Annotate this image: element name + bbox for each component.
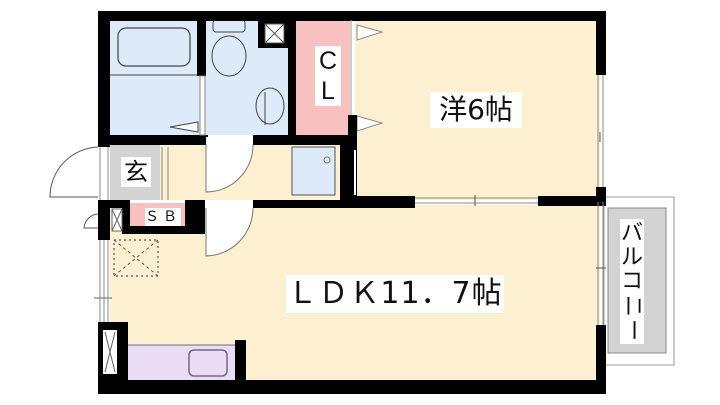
walls bbox=[98, 11, 606, 394]
closet-label: C L bbox=[315, 46, 341, 106]
closet-label-line2: L bbox=[321, 77, 335, 105]
closet-label-line1: C bbox=[318, 47, 338, 75]
drain-icon bbox=[323, 156, 331, 164]
door-marker bbox=[169, 121, 199, 133]
balcony-label-char: ー bbox=[619, 318, 645, 341]
toilet-door-swing bbox=[205, 144, 254, 193]
western-room-label: 洋6帖 bbox=[430, 92, 522, 128]
entrance-label: 玄 bbox=[121, 157, 151, 187]
balcony-label-char: コ bbox=[620, 268, 643, 294]
closet-door-marker bbox=[356, 24, 384, 41]
ldk-door-swing bbox=[205, 207, 254, 257]
ldk-label: ＬＤＫ11．7帖 bbox=[286, 275, 504, 313]
sink-icon bbox=[255, 87, 285, 125]
kitchen-floor bbox=[128, 345, 238, 380]
entrance-door-swing bbox=[49, 146, 99, 198]
bathroom-floor bbox=[110, 20, 200, 135]
balcony-label-char: ル bbox=[620, 244, 643, 270]
balcony-label-char: バ bbox=[620, 220, 643, 246]
floor-hatch bbox=[113, 239, 159, 277]
kitchen-sink-icon bbox=[188, 349, 228, 377]
bathtub-icon bbox=[117, 27, 191, 67]
toilet-icon bbox=[211, 35, 247, 77]
balcony-label: バ ル コ ニ ー bbox=[619, 219, 645, 344]
washing-machine-area bbox=[291, 146, 336, 196]
balcony-label-char: ニ bbox=[619, 294, 645, 317]
shoe-box-label: ＳＢ bbox=[145, 208, 181, 226]
sb-door-swing bbox=[83, 213, 99, 229]
